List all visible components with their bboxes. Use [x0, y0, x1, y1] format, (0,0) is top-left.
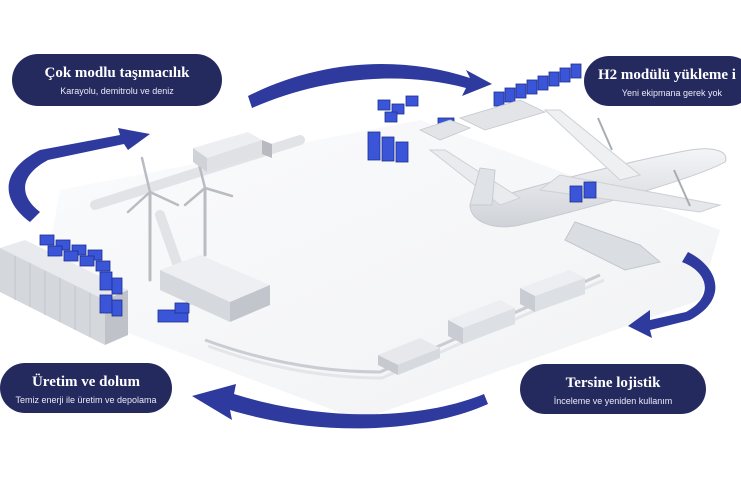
stage-production-pill: Üretim ve dolum Temiz enerji ile üretim … — [0, 363, 172, 413]
h2-module-rack-icon — [39, 234, 123, 317]
cycle-arrow-icon — [8, 64, 716, 429]
stage-multimodal-pill: Çok modlu taşımacılık Karayolu, demitrol… — [12, 54, 222, 106]
stage-multimodal-title: Çok modlu taşımacılık — [44, 65, 190, 81]
h2-module-cluster-icon — [367, 63, 582, 163]
ground-module-icon — [157, 302, 190, 323]
stage-multimodal-subtitle: Karayolu, demitrolu ve deniz — [60, 86, 174, 96]
stage-loading-subtitle: Yeni ekipmana gerek yok — [621, 88, 722, 98]
stage-loading-pill: H2 modülü yükleme i Yeni ekipmana gerek … — [584, 56, 741, 106]
airplane-icon — [428, 109, 727, 271]
stage-reverse-title: Tersine lojistik — [565, 375, 661, 391]
stage-reverse-pill: Tersine lojistik İnceleme ve yeniden kul… — [520, 364, 706, 414]
hangar-icon — [160, 255, 270, 322]
rail-track — [204, 273, 605, 380]
train-icon — [378, 270, 585, 375]
stage-production-subtitle: Temiz enerji ile üretim ve depolama — [15, 395, 157, 405]
stage-reverse-subtitle: İnceleme ve yeniden kullanım — [553, 396, 673, 406]
wind-turbine-icon — [126, 156, 234, 282]
stage-loading-title: H2 modülü yükleme i — [598, 67, 736, 83]
ground-carts — [418, 99, 547, 141]
truck-icon — [193, 132, 272, 172]
stage-production-title: Üretim ve dolum — [31, 374, 141, 390]
